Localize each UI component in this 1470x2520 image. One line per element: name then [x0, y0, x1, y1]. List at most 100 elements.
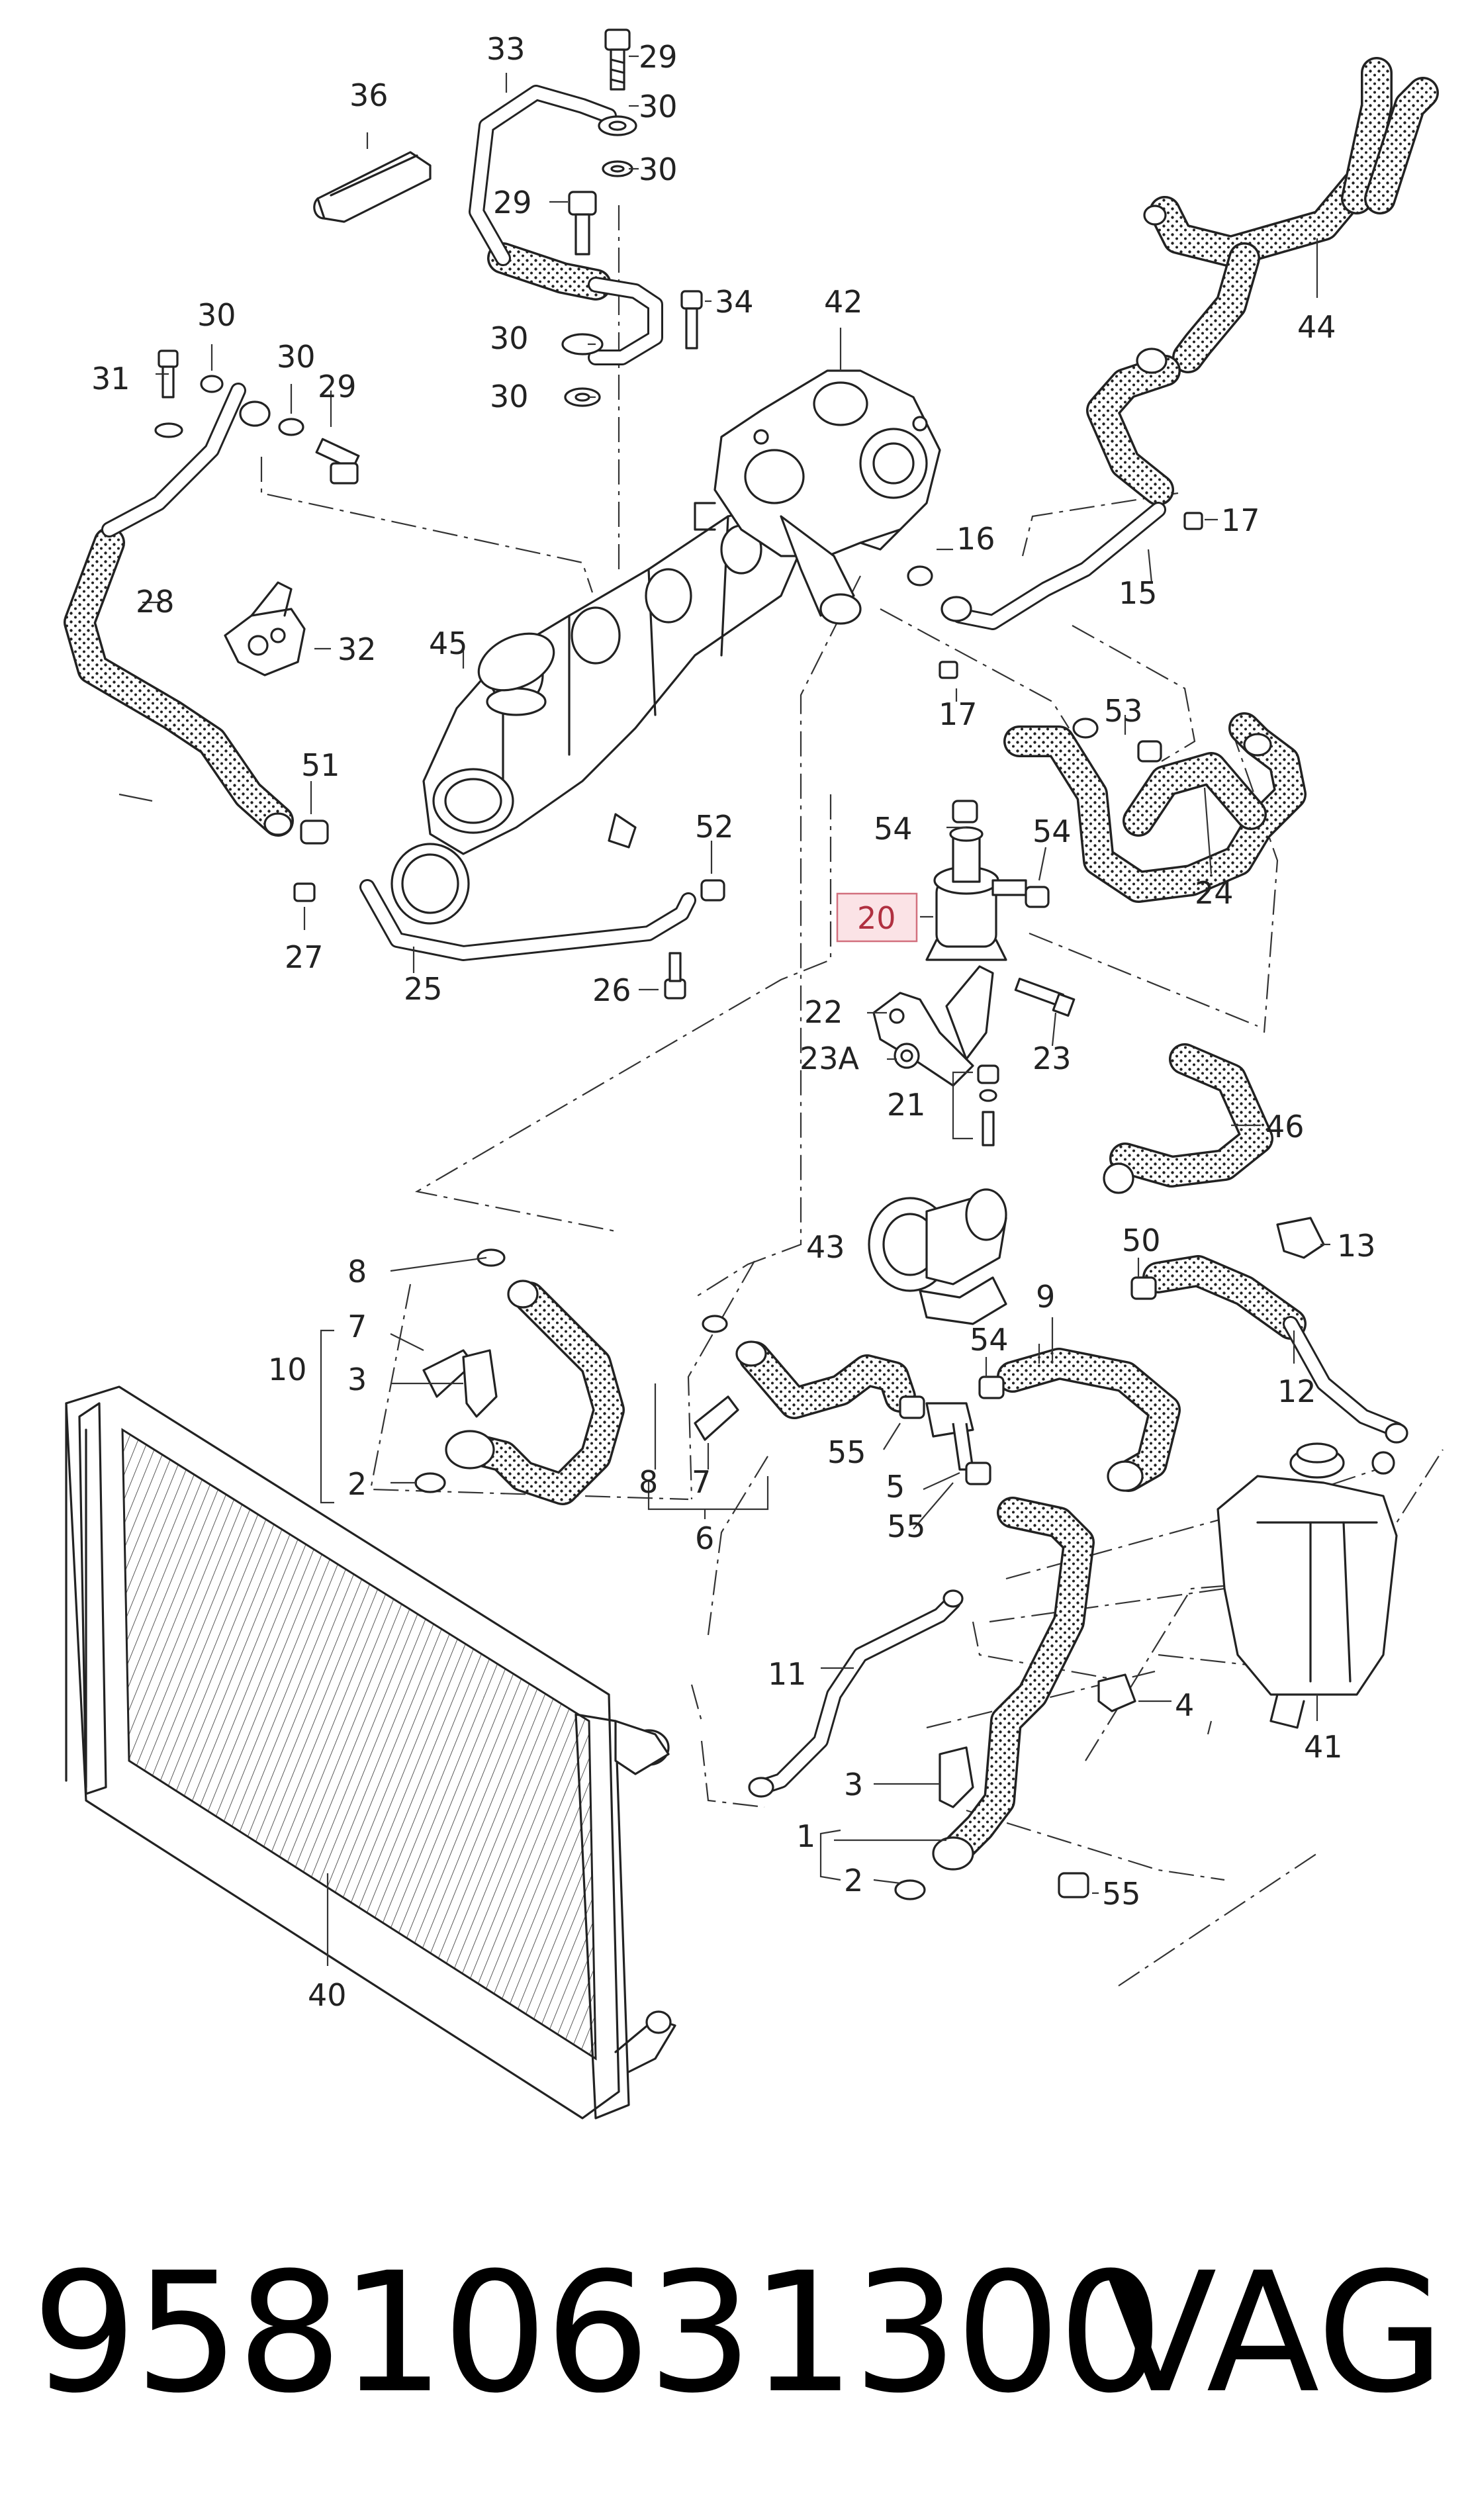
callout-3-lower: 3 [844, 1767, 863, 1802]
part-40-radiator [65, 1385, 676, 2120]
washer-30-c [561, 333, 604, 355]
callout-52: 52 [695, 809, 734, 845]
clamp-52 [700, 879, 725, 902]
fitting-46-end [1103, 1162, 1134, 1194]
part-32-bracket [224, 581, 306, 677]
clamp-55-a [899, 1395, 925, 1419]
fitting-10-bottom [445, 1430, 495, 1470]
callout-29-left: 29 [318, 369, 357, 404]
callout-54-lower: 54 [970, 1322, 1009, 1358]
oring-8-left [477, 1248, 506, 1267]
bolt-17-upper [1183, 512, 1203, 530]
callout-30-e: 30 [197, 297, 236, 333]
callout-24: 24 [1195, 875, 1234, 911]
pipes [101, 85, 1404, 1795]
clamp-50 [1130, 1276, 1157, 1300]
clamp-4 [1097, 1673, 1136, 1712]
callout-31: 31 [91, 361, 130, 397]
hose-clamps [293, 512, 1325, 1898]
clamp-54-lower [978, 1376, 1005, 1399]
clamp-55-c [1058, 1872, 1089, 1898]
fitting-42-outlet [819, 593, 862, 625]
bolt-34 [680, 290, 703, 350]
clip-3-lower [939, 1746, 974, 1808]
hose-9 [997, 1348, 1181, 1492]
fitting-6-top [735, 1340, 767, 1367]
callout-28: 28 [136, 584, 175, 620]
callout-16: 16 [956, 521, 995, 557]
clamp-53 [1137, 740, 1162, 763]
callout-12: 12 [1277, 1374, 1316, 1409]
banjo-fitting-28 [239, 400, 271, 427]
oring-16 [907, 565, 933, 586]
fitting-24-b [1243, 733, 1272, 757]
callout-30-b: 30 [639, 152, 678, 187]
fitting-12-end [1385, 1423, 1408, 1444]
fitting-11-end [748, 1777, 774, 1798]
clip-3-upper [462, 1349, 498, 1418]
callout-34: 34 [715, 284, 754, 320]
bolt-26-shank [668, 952, 682, 982]
callout-50: 50 [1122, 1223, 1161, 1258]
callout-23: 23 [1033, 1041, 1072, 1076]
callout-10: 10 [268, 1352, 307, 1387]
bolt-27 [293, 882, 316, 902]
callout-23a: 23A [800, 1041, 860, 1076]
callout-36: 36 [349, 77, 389, 113]
callout-54-top: 54 [874, 811, 913, 847]
washer-30-f [278, 418, 304, 436]
bracket-13 [1276, 1217, 1325, 1259]
clamp-55-b [965, 1462, 991, 1485]
callout-51: 51 [301, 747, 340, 783]
callout-22: 22 [804, 994, 843, 1030]
hose-44 [1149, 57, 1439, 373]
callout-27: 27 [285, 939, 324, 975]
fitting-24-a [1072, 718, 1099, 739]
callout-17-lower: 17 [939, 696, 978, 732]
washer-30-b-hole [610, 165, 625, 173]
callout-17-upper: 17 [1221, 502, 1260, 538]
washer-30-a-hole [608, 120, 627, 131]
clip-7-mid [694, 1395, 739, 1441]
callout-4: 4 [1175, 1687, 1194, 1723]
hose-12 [1142, 1255, 1307, 1340]
bolts-and-washers [154, 28, 703, 485]
part-23-stud [1014, 978, 1076, 1017]
footer: 95810631300 VAG [0, 2224, 1470, 2443]
clamp-54-top [952, 800, 978, 823]
hose-fittings [263, 205, 1408, 1900]
callout-26: 26 [592, 972, 631, 1008]
callout-33: 33 [486, 31, 526, 67]
callout-25: 25 [404, 971, 443, 1007]
washer-30-e [200, 375, 224, 393]
part-41-expansion-tank [1217, 1442, 1398, 1729]
washer-30-d-hole [574, 393, 590, 402]
callout-44: 44 [1297, 309, 1336, 345]
callout-21: 21 [887, 1087, 926, 1123]
hose-6 [739, 1341, 916, 1419]
part-22-bracket [872, 965, 994, 1087]
fitting-11-top [942, 1589, 964, 1608]
hose-15-upper [1086, 355, 1181, 506]
fitting-44-top [1143, 205, 1167, 226]
callout-5: 5 [886, 1469, 905, 1505]
part-42-pump-housing [694, 369, 941, 617]
oring-2-upper [414, 1472, 446, 1493]
bolt-29-top [604, 28, 631, 91]
callout-43: 43 [806, 1229, 845, 1265]
part-43-connection-housing [868, 1188, 1007, 1325]
clamp-54-right [1025, 886, 1050, 908]
clamp-51 [300, 819, 329, 845]
fitting-1-end [932, 1836, 974, 1871]
callout-labels: 33 29 36 30 30 29 42 34 30 30 44 30 30 3… [91, 31, 1376, 2013]
callout-29-top: 29 [639, 39, 678, 75]
callout-1: 1 [796, 1818, 815, 1854]
hose-1 [944, 1497, 1095, 1863]
part-45-turbocharger [390, 502, 802, 925]
hose-10 [461, 1282, 625, 1505]
callout-8-left: 8 [347, 1254, 367, 1289]
callout-7-mid: 7 [692, 1464, 711, 1500]
hoses [64, 57, 1439, 1863]
hose-24 [1003, 712, 1307, 903]
